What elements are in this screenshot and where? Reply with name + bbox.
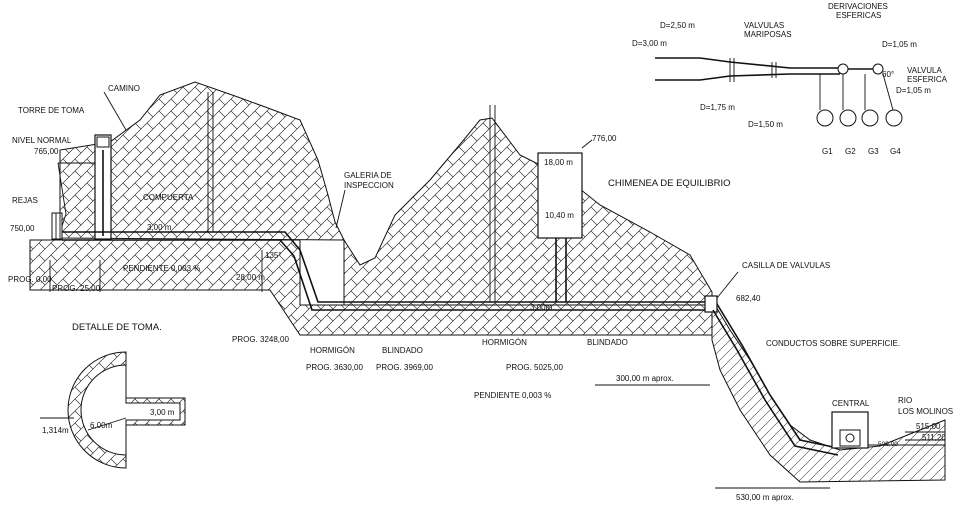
label-blindado-1: BLINDADO: [382, 346, 423, 355]
label-prog-5025: PROG. 5025,00: [506, 363, 563, 372]
label-nivel-normal-elev: 765,00: [34, 147, 59, 156]
terrain-mountain-left: [59, 81, 345, 241]
label-elev-515: 515,00: [916, 422, 941, 431]
casilla-leader: [716, 271, 739, 299]
label-blindado-2: BLINDADO: [587, 338, 628, 347]
turbine-g1-icon: [816, 109, 834, 127]
terrain-hillside: [711, 298, 946, 483]
rejas-bars: [55, 213, 61, 239]
label-prog-25: PROG. 25,00: [52, 284, 101, 293]
label-detalle-1314: 1,314m: [42, 426, 69, 435]
label-camino: CAMINO: [108, 84, 140, 93]
label-d-300: D=3,00 m: [632, 39, 667, 48]
label-galeria-2: INSPECCION: [344, 181, 394, 190]
rejas-grate: [51, 212, 63, 240]
terrain-mountain-middle: [343, 117, 713, 311]
shaft-1: [207, 92, 214, 232]
label-torre-de-toma: TORRE DE TOMA: [18, 106, 85, 115]
label-dim-18m: 18,00 m: [544, 158, 573, 167]
turbine-g3-icon: [861, 109, 879, 127]
label-d-150: D=1,50 m: [748, 120, 783, 129]
label-detalle-6m: 6,00m: [90, 421, 113, 430]
label-conductos: CONDUCTOS SOBRE SUPERFICIE.: [766, 339, 900, 348]
label-deriv-2: ESFERICAS: [836, 11, 881, 20]
elev-776-leader: [581, 139, 593, 149]
label-dim-28m: 28,00 m: [236, 273, 265, 282]
label-detalle-title: DETALLE DE TOMA.: [72, 322, 162, 333]
label-dim-1040: 10,40 m: [545, 211, 574, 220]
label-d-175: D=1,75 m: [700, 103, 735, 112]
spherical-derivation-1: [837, 63, 849, 75]
manifold-main: [655, 57, 840, 81]
intake-tower-cap: [96, 136, 110, 148]
label-dim-3m-left: 3,00 m: [147, 223, 172, 232]
surge-riser: [555, 238, 567, 302]
label-elev-750: 750,00: [10, 224, 35, 233]
penstock-upper: [716, 303, 839, 449]
tailwater-lines: [905, 431, 945, 441]
label-dim-300m: 300,00 m aprox.: [616, 374, 674, 383]
label-chimenea: CHIMENEA DE EQUILIBRIO: [608, 178, 730, 189]
label-rio-2: LOS MOLINOS: [898, 407, 953, 416]
valve-house: [704, 295, 718, 313]
main-tunnel-lower: [62, 239, 705, 311]
label-compuerta: COMPUERTA: [143, 193, 194, 202]
galeria-leader: [335, 189, 346, 229]
label-dim-3m-mid: 3,00m: [530, 303, 553, 312]
label-nivel-normal: NIVEL NORMAL: [12, 136, 72, 145]
label-d-105b: D=1,05 m: [896, 86, 931, 95]
label-elev-509: 509,00: [878, 441, 898, 448]
label-hormigon-2: HORMIGÓN: [482, 338, 527, 347]
label-galeria-1: GALERIA DE: [344, 171, 392, 180]
prog-ticks: [49, 260, 101, 292]
label-hormigon-1: HORMIGÓN: [310, 346, 355, 355]
label-deriv-1: DERIVACIONES: [828, 2, 888, 11]
label-prog-3969: PROG. 3969,00: [376, 363, 433, 372]
label-casilla: CASILLA DE VALVULAS: [742, 261, 830, 270]
label-detalle-3m: 3,00 m: [150, 408, 175, 417]
butterfly-valve-2: [771, 62, 777, 78]
label-central: CENTRAL: [832, 399, 870, 408]
label-prog-3630: PROG. 3630,00: [306, 363, 363, 372]
label-rejas: REJAS: [12, 196, 38, 205]
detalle-dims: [40, 417, 127, 431]
label-valvulas-2: MARIPOSAS: [744, 30, 792, 39]
detalle-inner: [80, 364, 181, 456]
label-elev-511: 511,20: [922, 433, 946, 442]
label-rio-1: RIO: [898, 396, 912, 405]
butterfly-valve-1: [729, 58, 735, 82]
label-d-105a: D=1,05 m: [882, 40, 917, 49]
penstock-lower: [712, 309, 839, 456]
turbine-g4-icon: [885, 109, 903, 127]
label-g4: G4: [890, 147, 901, 156]
label-elev-776: 776,00: [592, 134, 617, 143]
label-angle-135: 135°: [265, 251, 282, 260]
label-valv-esf-2: ESFERICA: [907, 75, 948, 84]
label-d-250: D=2,50 m: [660, 21, 695, 30]
label-pendiente-left: PENDIENTE 0,003 %: [123, 264, 200, 273]
label-angle-60: 60°: [882, 70, 894, 79]
turbine-icon: [845, 433, 855, 443]
branch-lines: [819, 73, 894, 111]
label-g1: G1: [822, 147, 833, 156]
turbine-g2-icon: [839, 109, 857, 127]
camino-leader: [103, 91, 127, 131]
label-valvulas-1: VALVULAS: [744, 21, 784, 30]
label-g2: G2: [845, 147, 856, 156]
label-dim-530m: 530,00 m aprox.: [736, 493, 794, 502]
label-elev-682: 682,40: [736, 294, 761, 303]
shaft-2: [489, 105, 496, 302]
label-pendiente-mid: PENDIENTE 0,003 %: [474, 391, 551, 400]
surge-chamber: [537, 152, 583, 239]
label-valv-esf-1: VALVULA: [907, 66, 942, 75]
powerhouse-machine: [839, 429, 861, 447]
label-g3: G3: [868, 147, 879, 156]
label-prog-0: PROG. 0,00: [8, 275, 52, 284]
main-tunnel-upper: [62, 231, 705, 303]
label-prog-3248: PROG. 3248,00: [232, 335, 289, 344]
